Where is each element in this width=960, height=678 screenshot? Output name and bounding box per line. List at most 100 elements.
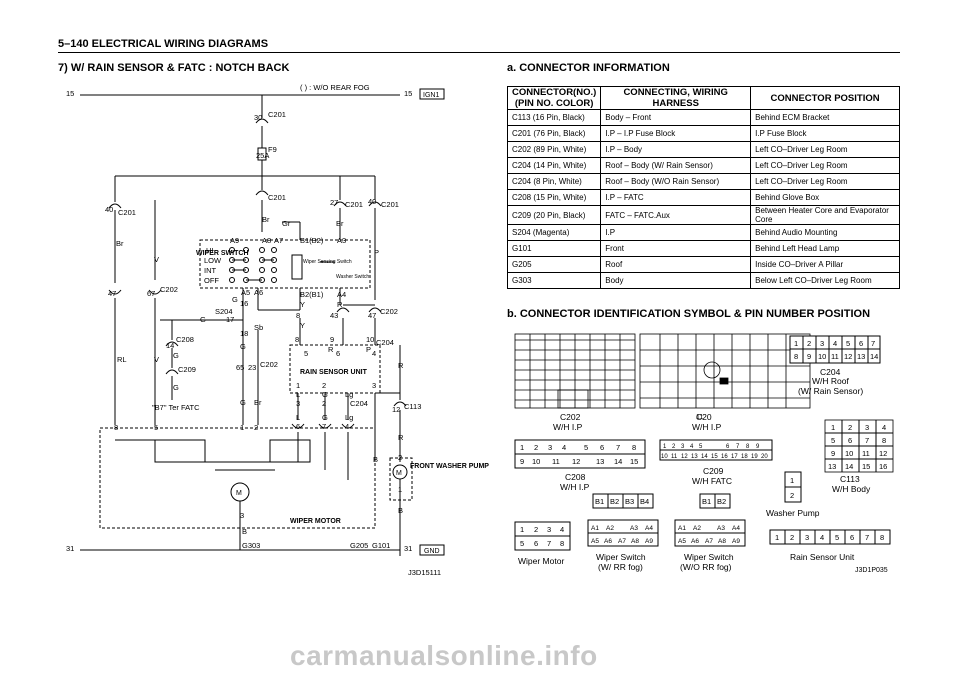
svg-text:1: 1	[794, 339, 798, 348]
svg-text:4: 4	[560, 525, 564, 534]
svg-text:7: 7	[322, 422, 326, 431]
svg-text:1: 1	[831, 423, 835, 432]
svg-text:5: 5	[520, 539, 524, 548]
svg-text:P: P	[366, 345, 371, 354]
svg-text:LOW: LOW	[204, 256, 222, 265]
svg-text:Br: Br	[116, 239, 124, 248]
svg-text:8: 8	[632, 443, 636, 452]
svg-text:Washer Switch: Washer Switch	[336, 274, 369, 280]
svg-text:12: 12	[844, 352, 852, 361]
svg-text:M: M	[396, 470, 402, 477]
svg-text:2: 2	[254, 423, 258, 432]
svg-text:13: 13	[828, 462, 836, 471]
svg-text:14: 14	[701, 454, 708, 460]
svg-text:8: 8	[880, 533, 884, 542]
svg-text:3: 3	[240, 511, 244, 520]
svg-text:C204: C204	[350, 399, 368, 408]
svg-text:6: 6	[600, 443, 604, 452]
connector-info-title: a. CONNECTOR INFORMATION	[507, 62, 670, 74]
svg-text:B3: B3	[625, 497, 634, 506]
svg-text:5: 5	[584, 443, 588, 452]
svg-text:( ) : W/O REAR FOG: ( ) : W/O REAR FOG	[300, 83, 370, 92]
svg-text:1: 1	[775, 533, 779, 542]
svg-text:V: V	[154, 255, 159, 264]
svg-text:10: 10	[661, 454, 668, 460]
svg-text:V: V	[154, 355, 159, 364]
svg-text:Y: Y	[300, 300, 305, 309]
svg-text:HI: HI	[206, 246, 214, 255]
table-row: C204 (14 Pin, White)Roof – Body (W/ Rain…	[506, 157, 900, 174]
svg-text:14: 14	[614, 457, 622, 466]
svg-text:8: 8	[114, 423, 118, 432]
svg-text:6: 6	[726, 444, 730, 450]
svg-text:G303: G303	[242, 541, 260, 550]
wiring-diagram: 15 15 ( ) : W/O REAR FOG 30 C201 F9 25A …	[66, 83, 489, 577]
svg-text:B: B	[242, 527, 247, 536]
svg-text:6: 6	[859, 339, 863, 348]
svg-text:A9: A9	[645, 538, 653, 545]
svg-text:A3: A3	[630, 525, 638, 532]
svg-text:31: 31	[66, 544, 74, 553]
svg-text:23: 23	[248, 363, 256, 372]
svg-text:R: R	[337, 300, 343, 309]
svg-text:C201: C201	[381, 200, 399, 209]
svg-text:15: 15	[66, 89, 74, 98]
svg-text:A3: A3	[337, 236, 346, 245]
svg-text:3: 3	[548, 443, 552, 452]
svg-text:65: 65	[236, 363, 244, 372]
svg-text:J3D15111: J3D15111	[408, 568, 441, 577]
svg-text:B1: B1	[702, 497, 711, 506]
svg-text:A7: A7	[705, 538, 713, 545]
svg-text:6: 6	[296, 422, 300, 431]
svg-text:W/H I.P: W/H I.P	[553, 422, 583, 432]
svg-text:10: 10	[818, 352, 826, 361]
svg-text:12: 12	[572, 457, 580, 466]
svg-text:13: 13	[691, 454, 698, 460]
svg-text:6: 6	[534, 539, 538, 548]
svg-text:RL: RL	[117, 355, 127, 364]
svg-text:1: 1	[296, 381, 300, 390]
svg-text:W/H Body: W/H Body	[832, 484, 871, 494]
svg-text:W/H I.P: W/H I.P	[692, 422, 722, 432]
svg-text:(W/ RR fog): (W/ RR fog)	[598, 562, 643, 572]
svg-text:9: 9	[807, 352, 811, 361]
svg-text:L: L	[296, 390, 300, 399]
svg-text:W/H FATC: W/H FATC	[692, 476, 732, 486]
svg-text:8: 8	[295, 335, 299, 344]
svg-text:INT: INT	[204, 266, 217, 275]
svg-text:2: 2	[848, 423, 852, 432]
page-header: 5–140 ELECTRICAL WIRING DIAGRAMS	[58, 38, 269, 50]
svg-text:13: 13	[857, 352, 865, 361]
svg-text:C202: C202	[260, 360, 278, 369]
svg-text:20: 20	[761, 454, 768, 460]
svg-text:10: 10	[845, 449, 853, 458]
svg-text:A6: A6	[604, 538, 612, 545]
svg-text:2: 2	[398, 453, 402, 462]
svg-text:8: 8	[560, 539, 564, 548]
svg-text:G: G	[173, 351, 179, 360]
svg-text:5: 5	[699, 444, 703, 450]
svg-text:(W/O RR fog): (W/O RR fog)	[680, 562, 732, 572]
svg-text:12: 12	[879, 449, 887, 458]
svg-text:3: 3	[820, 339, 824, 348]
svg-text:A6: A6	[691, 538, 699, 545]
svg-text:9: 9	[831, 449, 835, 458]
svg-text:A5: A5	[678, 538, 686, 545]
left-section-title: 7) W/ RAIN SENSOR & FATC : NOTCH BACK	[58, 62, 290, 74]
svg-text:2: 2	[322, 399, 326, 408]
svg-text:Br: Br	[254, 398, 262, 407]
svg-text:A6: A6	[254, 288, 263, 297]
svg-text:W/H Roof: W/H Roof	[812, 376, 849, 386]
svg-text:4: 4	[882, 423, 886, 432]
svg-text:B2: B2	[717, 497, 726, 506]
svg-text:25A: 25A	[256, 151, 269, 160]
svg-text:11: 11	[696, 414, 703, 421]
svg-text:Wiper Switch: Wiper Switch	[596, 552, 646, 562]
svg-text:9: 9	[756, 444, 760, 450]
svg-text:F9: F9	[268, 145, 277, 154]
svg-text:A5: A5	[591, 538, 599, 545]
